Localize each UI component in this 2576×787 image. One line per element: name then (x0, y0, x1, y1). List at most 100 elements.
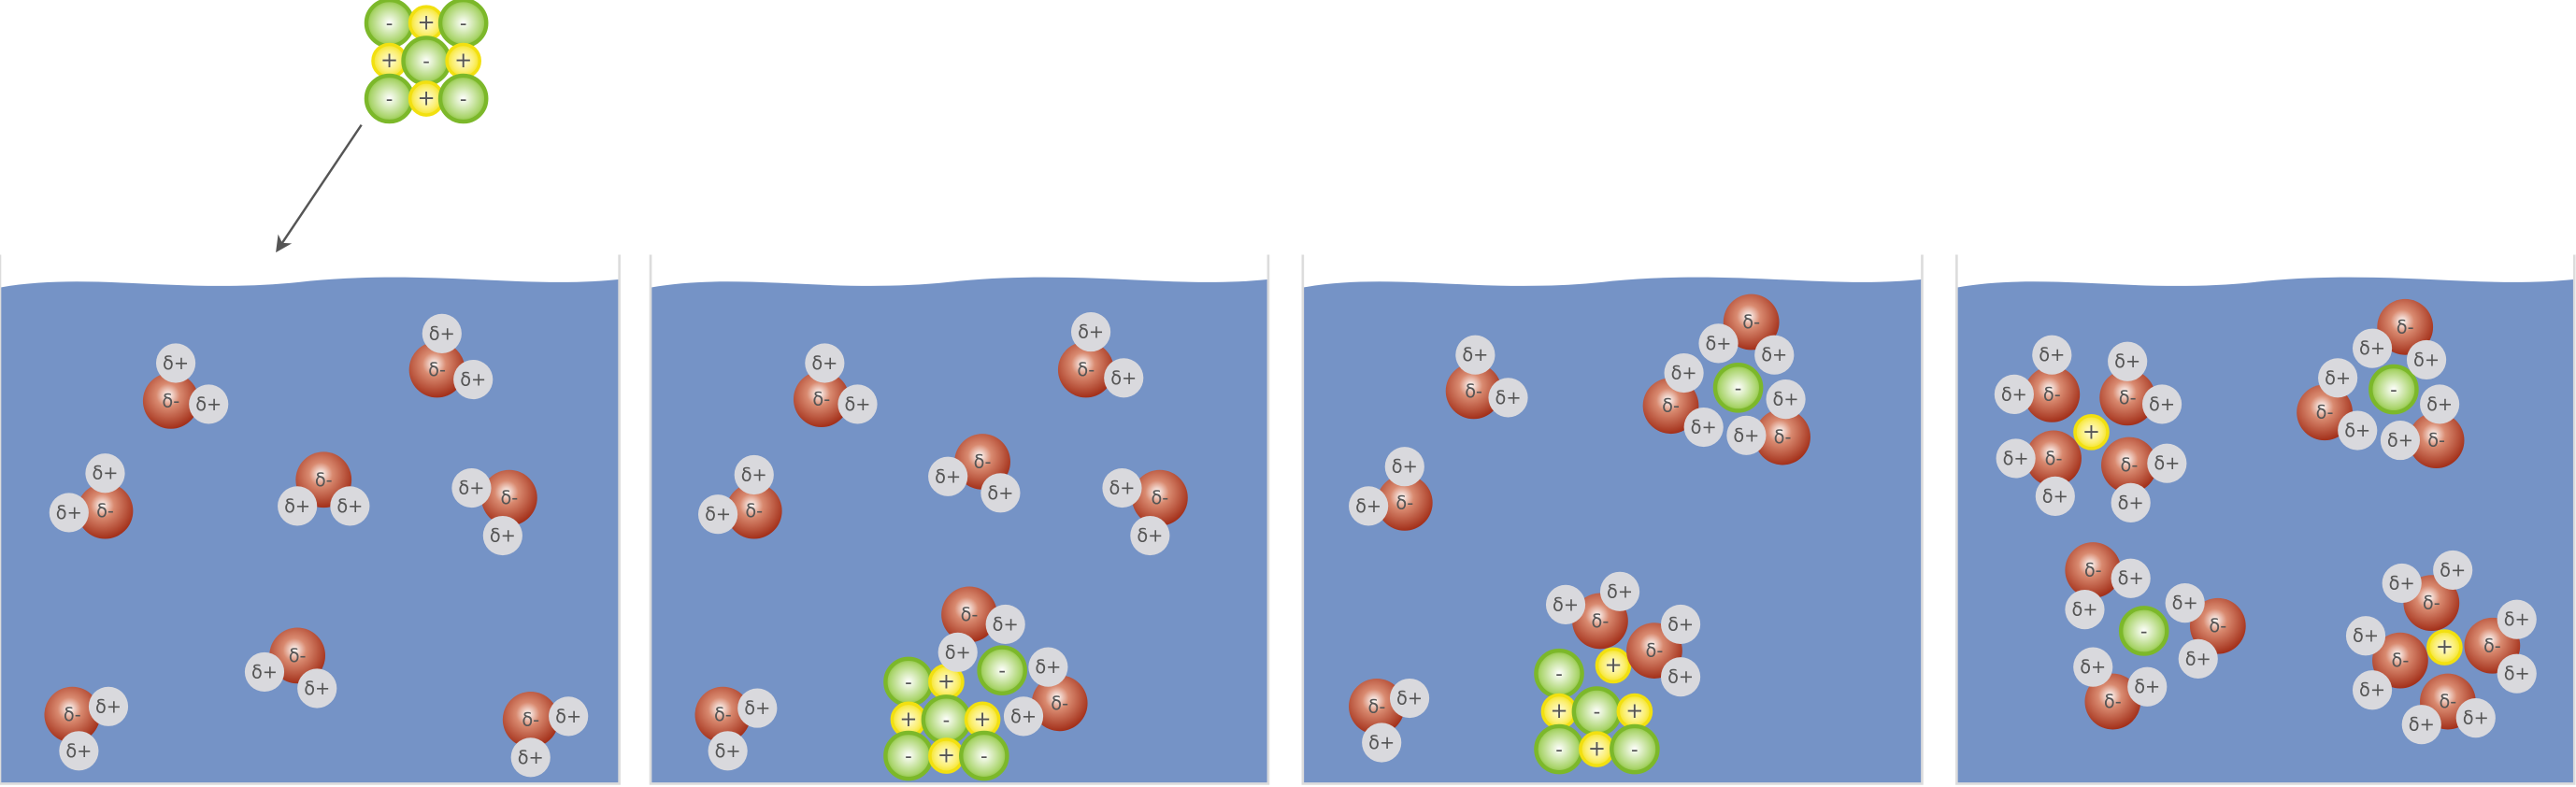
hydrogen-atom: δ+ (708, 731, 748, 771)
beaker-wall (649, 254, 1270, 785)
hydrogen-atom: δ+ (1104, 358, 1144, 398)
hydrogen-atom: δ+ (734, 454, 774, 495)
water-molecule: δ-δ+δ+ (1698, 293, 1795, 375)
hydrogen-charge-label: δ+ (460, 369, 486, 391)
hydrogen-atom: δ+ (2382, 563, 2422, 604)
hydrogen-atom: δ+ (1545, 584, 1586, 624)
hydrogen-atom: δ+ (2345, 616, 2386, 656)
hydrogen-charge-label: δ+ (92, 463, 118, 484)
hydrogen-atom: δ+ (1660, 604, 1701, 645)
oxygen-charge-label: δ- (1774, 426, 1792, 448)
hydrogen-atom: δ+ (49, 493, 89, 533)
hydrogen-charge-label: δ+ (1671, 363, 1697, 384)
oxygen-charge-label: δ- (2121, 454, 2139, 476)
water-molecule: δ-δ+δ+ (2073, 647, 2168, 730)
chloride-charge-label: - (980, 744, 988, 767)
sodium-charge-label: + (418, 87, 436, 111)
hydrogen-charge-label: δ+ (1355, 495, 1381, 517)
beaker-wall (1955, 254, 2576, 785)
hydrogen-charge-label: δ+ (844, 394, 870, 415)
hydrogen-charge-label: δ+ (555, 706, 581, 727)
oxygen-atom: δ- (502, 692, 559, 748)
hydrogen-atom: δ+ (453, 359, 494, 400)
hydrogen-charge-label: δ+ (65, 740, 92, 762)
hydrogen-atom: δ+ (1003, 696, 1044, 737)
water-molecule: δ-δ+δ+ (2101, 436, 2187, 522)
water-molecule: δ-δ+δ+ (2352, 298, 2447, 380)
chloride-ion: - (437, 0, 489, 49)
hydrogen-charge-label: δ+ (304, 678, 330, 699)
hydrogen-atom: δ+ (2420, 384, 2460, 424)
hydrogen-atom: δ+ (1028, 647, 1068, 687)
hydrogen-charge-label: δ+ (2172, 593, 2198, 614)
water-molecule: δ-δ+δ+ (2297, 358, 2378, 451)
oxygen-atom: δ- (2189, 597, 2246, 654)
hydrogen-charge-label: δ+ (1035, 656, 1061, 678)
water-molecule: δ-δ+δ+ (937, 586, 1025, 672)
hydrogen-charge-label: δ+ (1553, 594, 1579, 615)
hydrogen-atom: δ+ (1664, 352, 1704, 394)
hydrogen-charge-label: δ+ (2463, 708, 2489, 729)
oxygen-charge-label: δ- (2119, 387, 2137, 408)
water-molecule: δ-δ+ δ+ (502, 692, 589, 778)
oxygen-charge-label: δ- (2423, 593, 2440, 614)
water-molecule: δ-δ+δ+ (698, 454, 782, 539)
hydrogen-charge-label: δ+ (1691, 417, 1717, 438)
oxygen-atom: δ- (2084, 673, 2141, 730)
hydrogen-charge-label: δ+ (95, 695, 122, 717)
hydrogen-charge-label: δ+ (163, 352, 189, 374)
sodium-charge-label: + (2082, 420, 2100, 444)
sodium-charge-label: + (1604, 653, 1622, 678)
chloride-charge-label: - (422, 50, 430, 73)
chloride-charge-label: - (1594, 700, 1601, 723)
hydrogen-atom: δ+ (2455, 698, 2496, 738)
chloride-charge-label: - (1555, 737, 1563, 761)
hydrogen-atom: δ+ (737, 688, 778, 728)
hydrogen-atom: δ+ (2035, 476, 2075, 516)
sodium-ion: + (1616, 693, 1653, 730)
hydrogen-charge-label: δ+ (458, 478, 484, 499)
oxygen-charge-label: δ- (961, 604, 979, 625)
hydrogen-atom: δ+ (928, 456, 968, 496)
hydrogen-atom: δ+ (2352, 670, 2393, 710)
oxygen-charge-label: δ- (2084, 559, 2102, 580)
hydrogen-charge-label: δ+ (2387, 430, 2413, 451)
oxygen-atom: δ- (2101, 436, 2157, 494)
sodium-charge-label: + (1550, 699, 1567, 723)
water-molecule: δ-δ+δ+ (1996, 430, 2082, 516)
hydrogen-atom: δ+ (1683, 407, 1724, 448)
hydrogen-atom: δ+ (2108, 341, 2148, 381)
chloride-ion: - (883, 730, 934, 781)
hydrogen-charge-label: δ+ (518, 747, 544, 768)
oxygen-atom: δ- (408, 341, 465, 398)
water-molecule: δ-δ+δ+ (408, 313, 494, 400)
hydrogen-atom: δ+ (1698, 323, 1739, 364)
chloride-ion: - (977, 645, 1027, 695)
hydrogen-atom: δ+ (2338, 410, 2378, 451)
chloride-ion: - (401, 36, 451, 86)
water-molecule: δ-δ+δ+ (2382, 550, 2473, 631)
oxygen-charge-label: δ- (2427, 430, 2445, 451)
oxygen-charge-label: δ- (1646, 640, 1664, 662)
hydrogen-charge-label: δ+ (1733, 424, 1759, 446)
hydrogen-atom: δ+ (1455, 335, 1496, 375)
sodium-ion: + (408, 80, 445, 117)
oxygen-charge-label: δ- (2392, 650, 2410, 671)
hydrogen-atom: δ+ (244, 651, 285, 693)
chloride-charge-label: - (386, 87, 394, 110)
oxygen-charge-label: δ- (1077, 359, 1095, 380)
water-molecule: δ-δ+δ+ (1102, 467, 1188, 556)
water-molecule: δ-δ+δ+ (1445, 335, 1528, 420)
chloride-charge-label: - (998, 659, 1006, 682)
sodium-charge-label: + (974, 708, 992, 732)
hydrogen-charge-label: δ+ (2344, 420, 2370, 441)
hydrogen-atom: δ+ (482, 515, 522, 556)
hydrogen-charge-label: δ+ (336, 495, 363, 517)
hydrogen-atom: δ+ (2352, 328, 2393, 368)
oxygen-charge-label: δ- (2104, 691, 2122, 712)
hydrogen-atom: δ+ (2111, 558, 2151, 598)
oxygen-charge-label: δ- (2397, 316, 2414, 337)
hydrogen-charge-label: δ+ (1110, 367, 1137, 389)
oxygen-charge-label: δ- (745, 500, 763, 522)
